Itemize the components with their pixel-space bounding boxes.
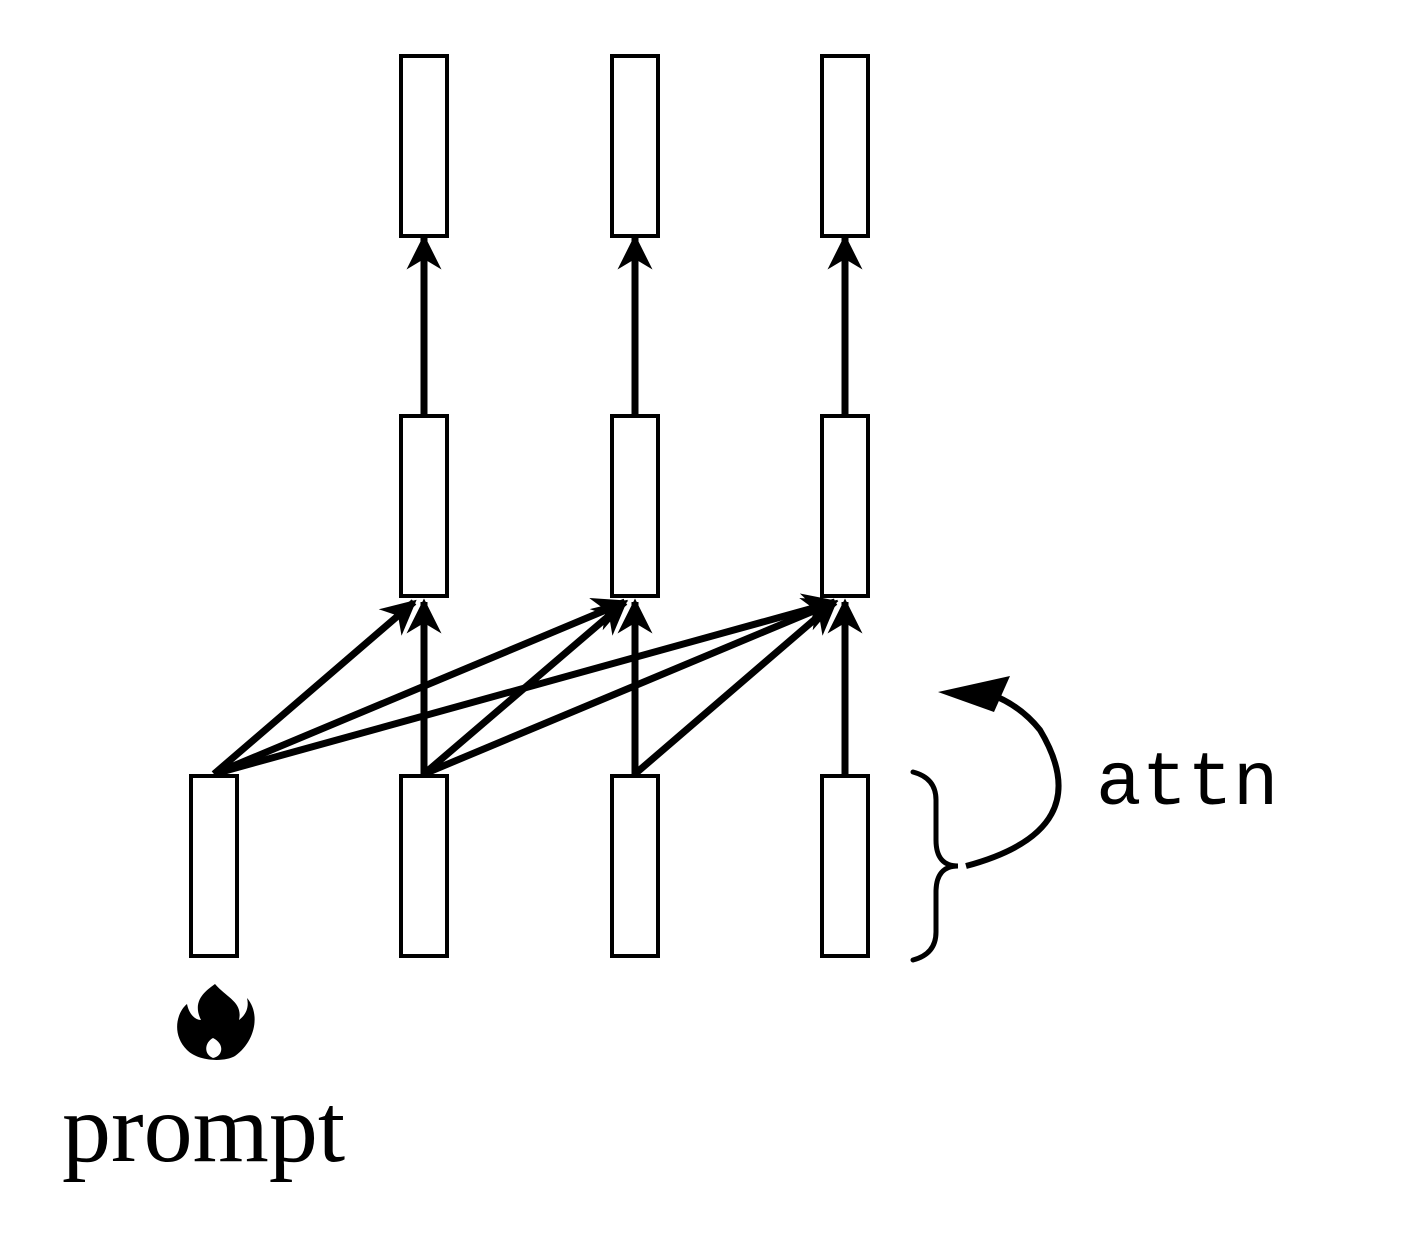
output-token-box	[820, 54, 870, 238]
attention-arrow	[212, 598, 629, 778]
input-token-box	[399, 774, 449, 958]
attn-label: attn	[1096, 741, 1279, 827]
input-group-brace	[910, 769, 959, 963]
connection-arrows	[211, 234, 863, 778]
input-token-box	[610, 774, 660, 958]
attention-arrow	[422, 598, 839, 778]
hidden-token-box	[820, 414, 870, 598]
attention-arrow	[632, 599, 838, 777]
attention-arrow	[211, 599, 417, 777]
attn-arrowhead	[938, 676, 1010, 712]
attn-curved-arrow	[965, 691, 1062, 869]
prompt-label: prompt	[62, 1075, 346, 1183]
token-boxes	[189, 54, 870, 958]
hidden-token-box	[610, 414, 660, 598]
fire-icon	[177, 984, 255, 1060]
output-token-box	[399, 54, 449, 238]
attention-arrow	[213, 593, 839, 778]
hidden-token-box	[399, 414, 449, 598]
input-token-box	[189, 774, 239, 958]
output-token-box	[610, 54, 660, 238]
input-token-box	[820, 774, 870, 958]
